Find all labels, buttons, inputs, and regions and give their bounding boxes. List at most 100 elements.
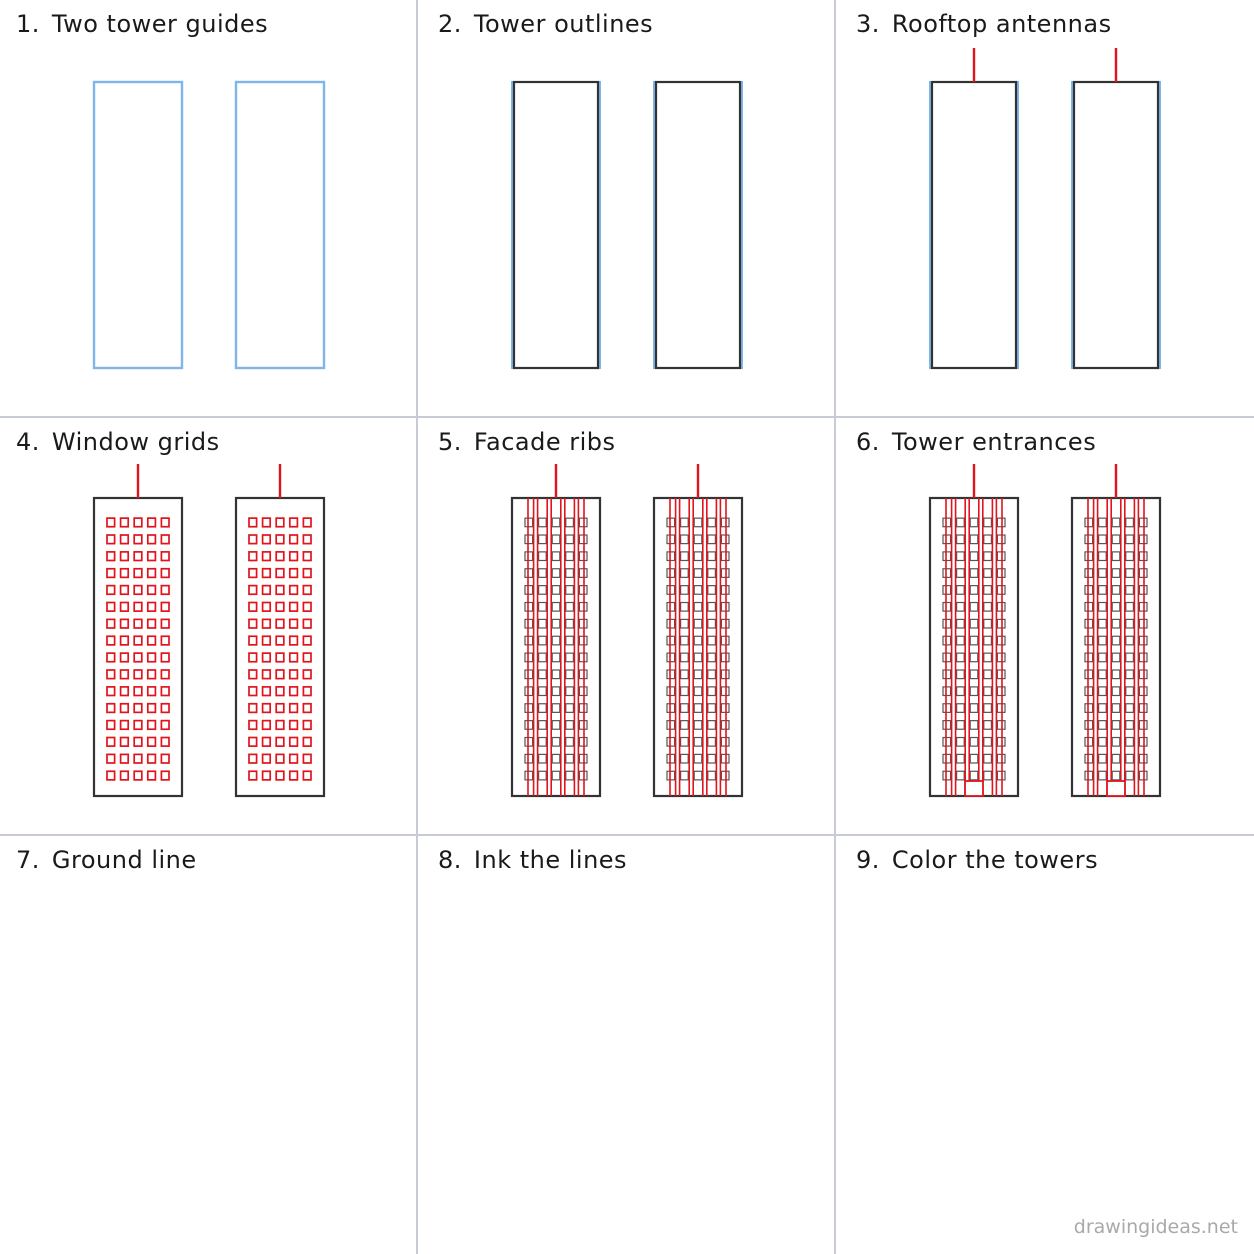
step-caption: 9.Color the towers (856, 846, 1098, 874)
window (133, 669, 143, 680)
window (302, 702, 312, 714)
window (1125, 534, 1134, 545)
window (1098, 585, 1107, 595)
window (106, 534, 116, 545)
window (1111, 585, 1121, 595)
window (248, 719, 258, 731)
window (106, 601, 116, 612)
window (680, 618, 689, 629)
window (983, 720, 993, 730)
window (133, 618, 143, 629)
window (1138, 618, 1148, 629)
window (133, 517, 143, 528)
window (693, 517, 703, 528)
window (1084, 652, 1094, 663)
window (160, 669, 170, 680)
window (288, 686, 299, 697)
window (106, 719, 116, 731)
window (146, 652, 157, 663)
window (146, 719, 157, 731)
window (119, 702, 130, 714)
window (955, 770, 965, 781)
window (288, 635, 299, 646)
window (288, 669, 299, 680)
window (261, 534, 272, 545)
window (537, 770, 547, 781)
window (537, 686, 547, 697)
window (1111, 669, 1121, 680)
window (261, 517, 272, 528)
window (302, 534, 312, 545)
step-number: 1. (16, 10, 40, 38)
window (565, 618, 575, 629)
step-number: 5. (438, 428, 462, 456)
window (693, 669, 703, 680)
window (551, 720, 561, 730)
horizontal-divider (0, 834, 1254, 836)
window (565, 669, 575, 680)
window (565, 551, 575, 562)
tower-guide (511, 81, 601, 369)
window (288, 652, 299, 663)
step-7-drawing (0, 836, 418, 1254)
tower-entrance (1106, 780, 1126, 797)
step-9-drawing (836, 836, 1254, 1254)
window (1084, 585, 1094, 595)
window (160, 652, 170, 663)
window (707, 753, 716, 764)
window (1098, 669, 1107, 680)
window (160, 719, 170, 731)
window (146, 534, 157, 545)
window (537, 534, 547, 545)
window (302, 652, 312, 663)
step-title: Ground line (51, 846, 197, 874)
window (248, 618, 258, 629)
window (106, 618, 116, 629)
window (119, 770, 130, 781)
window (551, 551, 561, 562)
window (160, 770, 170, 781)
window (565, 652, 575, 663)
window (133, 753, 143, 764)
step-caption: 3.Rooftop antennas (856, 10, 1112, 38)
window (261, 753, 272, 764)
window (969, 551, 979, 562)
window (133, 719, 143, 731)
window (1084, 753, 1094, 764)
tower-outline (654, 80, 742, 370)
window (955, 568, 965, 578)
window (680, 770, 689, 781)
window (1084, 551, 1094, 562)
window (720, 720, 730, 730)
window (565, 736, 575, 747)
step-caption: 8.Ink the lines (438, 846, 627, 874)
window (720, 753, 730, 764)
window (1084, 568, 1094, 578)
window (955, 517, 965, 528)
window (955, 652, 965, 663)
window (1125, 686, 1134, 697)
window (1125, 770, 1134, 781)
window (565, 753, 575, 764)
window (551, 601, 561, 612)
window (1125, 635, 1134, 646)
window (551, 517, 561, 528)
window (565, 686, 575, 697)
window (1098, 703, 1107, 713)
window (288, 702, 299, 714)
window (275, 736, 285, 747)
window (275, 584, 285, 596)
window (1138, 517, 1148, 528)
window (275, 567, 285, 579)
window (248, 652, 258, 663)
step-number: 9. (856, 846, 880, 874)
window (1111, 770, 1121, 781)
window (288, 551, 299, 562)
window (551, 635, 561, 646)
horizontal-divider (0, 416, 1254, 418)
window (106, 635, 116, 646)
window (261, 702, 272, 714)
window (275, 770, 285, 781)
window (1138, 635, 1148, 646)
window (1111, 568, 1121, 578)
